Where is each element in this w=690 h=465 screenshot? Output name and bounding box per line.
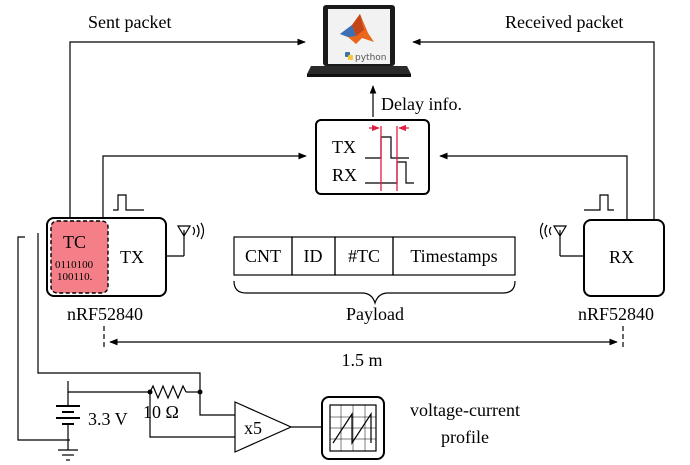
payload-tc-label: #TC [348,246,380,266]
antenna-icon [166,222,205,257]
tx-pulse-icon [113,194,144,211]
matlab-logo-icon [340,14,374,44]
payload-label: Payload [346,304,404,324]
python-logo-icon: python [345,52,386,63]
rx-node-label: RX [609,247,634,267]
timing-rx-label: RX [332,165,357,185]
timing-box: TX RX [315,119,430,195]
python-logo-text: python [355,53,386,63]
antenna-icon [539,222,584,257]
payload-field-timestamps [392,236,516,276]
ground-icon [58,449,78,461]
payload-timestamps-label: Timestamps [410,246,497,266]
oscilloscope-icon [321,396,385,460]
amp-in-minus-wire [149,392,235,438]
timing-tx-label: TX [332,137,356,157]
tx-node-label: TX [120,247,144,267]
amplifier-label: x5 [244,418,262,438]
payload-brace [233,280,516,306]
sent-packet-link [69,38,306,217]
resistor-icon [149,384,187,400]
profile-label-line1: voltage-current [410,400,520,420]
bits-line-1: 0110100 [55,259,94,271]
received-packet-link [412,38,655,219]
delay-info-label: Delay info. [381,94,462,114]
resistor-label: 10 Ω [143,402,179,422]
sent-packet-label: Sent packet [88,12,171,32]
supply-wire [37,233,201,392]
payload-cnt-label: CNT [245,246,281,266]
rx-to-timing-link [439,152,628,219]
tc-label: TC [63,232,86,252]
ground-wire [17,236,70,441]
battery-icon [56,392,80,450]
voltage-label: 3.3 V [88,409,128,429]
rx-node: RX [583,219,665,297]
tx-chip-label: nRF52840 [67,304,143,324]
rx-pulse-icon [584,194,614,211]
tx-to-timing-link [102,152,307,217]
profile-label-line2: profile [441,427,489,447]
tx-node: TC 0110100 100110. TX [46,217,167,297]
measurement-circuit: 10 Ω 3.3 V x5 [17,233,385,461]
payload-frame: CNT ID #TC Timestamps [233,236,516,276]
tc-block [50,220,109,294]
battery-top-wire [67,381,150,393]
amp-in-plus-wire [199,392,235,416]
amplifier-icon [234,401,293,453]
bits-line-2: 100110. [57,271,93,283]
tx-pulse-trace [365,136,409,159]
received-packet-label: Received packet [505,12,623,32]
distance-label: 1.5 m [341,350,382,370]
rx-pulse-trace [365,161,414,184]
payload-id-label: ID [304,246,323,266]
rx-chip-label: nRF52840 [578,304,654,324]
